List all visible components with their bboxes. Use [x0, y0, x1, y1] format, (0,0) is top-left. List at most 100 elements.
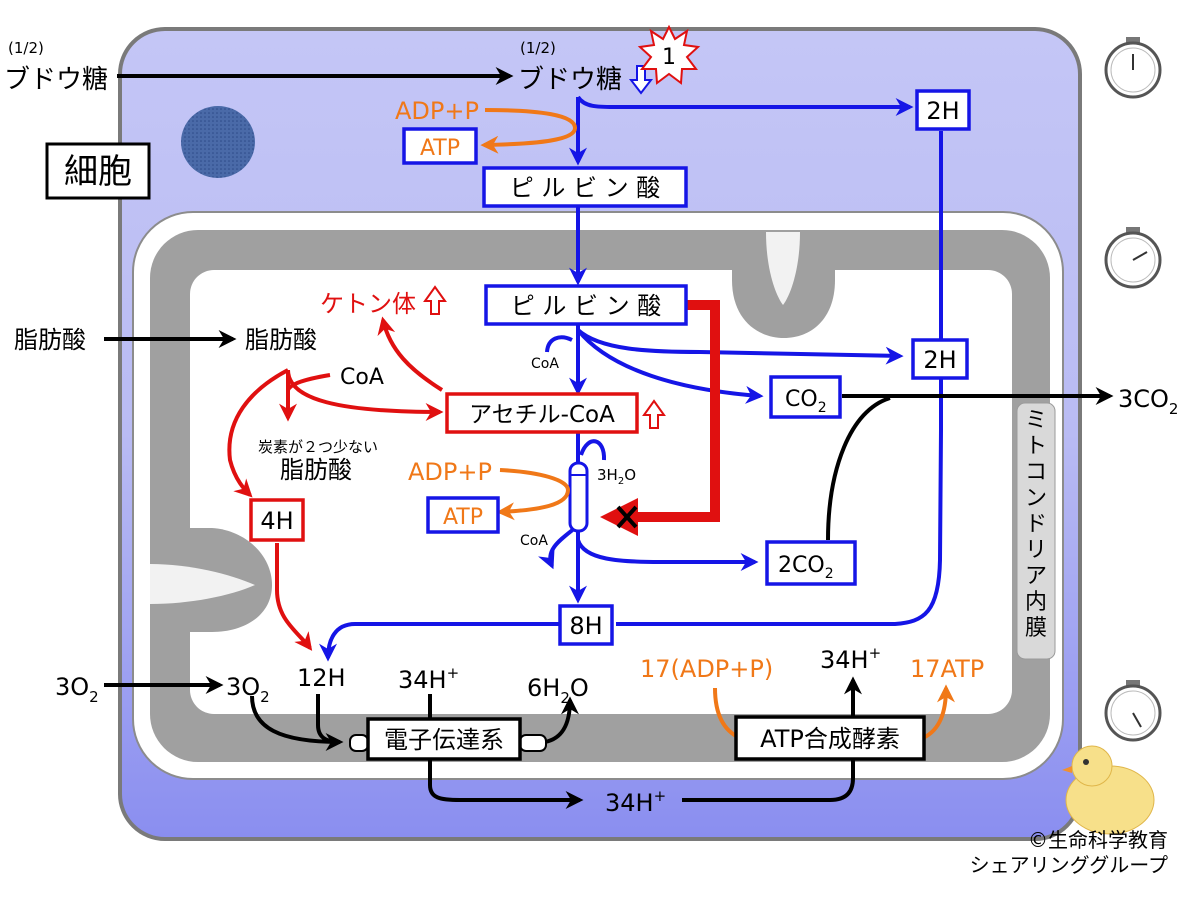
crista-top-gap [766, 232, 800, 305]
glucose-in-label: ブドウ糖 [518, 65, 622, 95]
3co2-label: 3CO2 [1118, 385, 1178, 418]
mito-membrane-char: コ [1025, 460, 1047, 485]
3h2o-end: O [624, 466, 636, 484]
adp17-label: 17(ADP+P) [640, 655, 773, 683]
synthase-to-atp17-arrow [922, 684, 955, 740]
34h-synth-text: 34H [820, 646, 869, 674]
mito-membrane-char: リ [1025, 538, 1047, 563]
glucose-to-2h-arrow [576, 95, 914, 116]
mito-membrane-char: 内 [1025, 590, 1047, 615]
coa-label: CoA [340, 365, 384, 390]
2co2-text: 2CO [778, 553, 825, 578]
34h-bottom-label: 34H+ [605, 787, 666, 817]
adp-to-atp-mid-arrow [496, 468, 571, 521]
3o2-out-sub: 2 [89, 688, 99, 706]
cycle-to-2co2-arrow [576, 539, 759, 571]
stopwatch-icon [1104, 37, 1162, 99]
3h2o-text: 3H [597, 466, 618, 484]
pyruvate-to-2h-arrow [576, 328, 904, 365]
34h-synth-sup: + [869, 644, 882, 662]
atp-top-box [402, 127, 478, 165]
6h2o-end: O [570, 674, 589, 702]
3h2o-sub: 2 [618, 476, 624, 487]
co2-label: CO2 [785, 387, 827, 416]
adp-to-atp-top-arrow [480, 108, 578, 154]
fatty-to-4h-arrow [227, 368, 289, 498]
12h-to-etc-arrow [316, 694, 341, 744]
cycle-cylinder [568, 461, 589, 533]
34h-bottom-sup: + [654, 787, 667, 805]
cell-label: 細胞 [64, 152, 132, 192]
pyruvate-cyto-box [482, 166, 688, 208]
3o2-out-text: 3O [55, 673, 89, 701]
group-label: シェアリンググループ [970, 853, 1168, 877]
2h-mid-box [911, 338, 969, 380]
pyruvate-block-arrow [630, 300, 720, 522]
34h-etc-sup: + [447, 664, 460, 682]
3o2-in-label: 3O2 [226, 673, 270, 706]
3o2-out-label: 3O2 [55, 673, 99, 706]
blue-pathways [319, 95, 943, 662]
co2-box [769, 375, 842, 419]
ketone-up-arrow-icon [423, 285, 447, 315]
glucose-label: ブドウ糖 [4, 65, 108, 95]
etc-label: 電子伝達系 [384, 726, 504, 754]
nucleus-icon [181, 106, 255, 178]
8h-to-12h-arrow [319, 622, 560, 662]
stopwatch-icon [1104, 680, 1162, 742]
pyruvate-cyto-label: ピ ル ビ ン 酸 [510, 174, 661, 202]
34h-bottom-text: 34H [605, 789, 654, 817]
carbon-less-label: 炭素が２つ少ない [258, 438, 378, 456]
34h-etc-label: 34H+ [398, 664, 459, 694]
co2-text: CO [785, 387, 818, 412]
crista-left-gap [150, 564, 255, 604]
glucose-in-fraction-label: (1/2) [520, 39, 556, 57]
etc-to-h2o-arrow [544, 696, 579, 744]
step-badge-number: 1 [662, 45, 676, 70]
8h-box [558, 604, 614, 646]
2co2-sub: 2 [825, 566, 834, 582]
atp-mid-label: ATP [443, 505, 483, 530]
etc-to-h34-arrow [428, 760, 584, 809]
mito-membrane-label-bg [1016, 402, 1056, 660]
glucose-fraction-label: (1/2) [8, 39, 44, 57]
mito-membrane-char: 膜 [1025, 616, 1047, 641]
mito-membrane-label: ミ ト コ ン ド リ ア 内 膜 [1025, 408, 1047, 641]
pyruvate-mito-box [484, 284, 688, 326]
34h-etc-text: 34H [398, 666, 447, 694]
acetyl-coa-box [445, 392, 639, 434]
atp-synthase-label: ATP合成酵素 [760, 725, 900, 753]
black-pathways [104, 67, 1114, 809]
coa-small-label: CoA [531, 356, 559, 372]
12h-label: 12H [297, 664, 346, 692]
2h-top-label: 2H [926, 97, 959, 125]
etc-box [366, 717, 522, 761]
4h-box [249, 498, 305, 542]
ketone-label: ケトン体 [320, 290, 416, 318]
3o2-in-sub: 2 [260, 688, 270, 706]
orange-pathways [480, 108, 955, 740]
etc-cylinder-right [519, 734, 547, 752]
chick-icon [1062, 745, 1155, 835]
atp-top-label: ATP [420, 136, 460, 161]
etc-cylinder-left [349, 734, 369, 752]
atp17-label: 17ATP [910, 655, 984, 683]
coa-small-2-label: CoA [520, 533, 548, 549]
2h-mid-label: 2H [923, 346, 956, 374]
6h2o-sub: 2 [560, 689, 570, 707]
block-x-icon [616, 505, 638, 529]
34h-synth-label: 34H+ [820, 644, 881, 674]
6h2o-label: 6H2O [527, 674, 589, 707]
stopwatch-icon [1104, 227, 1162, 289]
2co2-box [765, 540, 857, 586]
4h-label: 4H [260, 507, 293, 535]
step-badge: 1 [637, 24, 701, 85]
atp-synthase-box [734, 715, 926, 761]
acetyl-up-arrow-icon [642, 399, 666, 429]
mito-membrane-char: ア [1025, 564, 1047, 589]
fatty-to-acetyl-arrow [286, 369, 444, 421]
pyruvate-to-co2-arrow [576, 328, 764, 404]
2co2-to-export-line [826, 396, 891, 541]
fatty-acid-out-label: 脂肪酸 [14, 326, 86, 354]
